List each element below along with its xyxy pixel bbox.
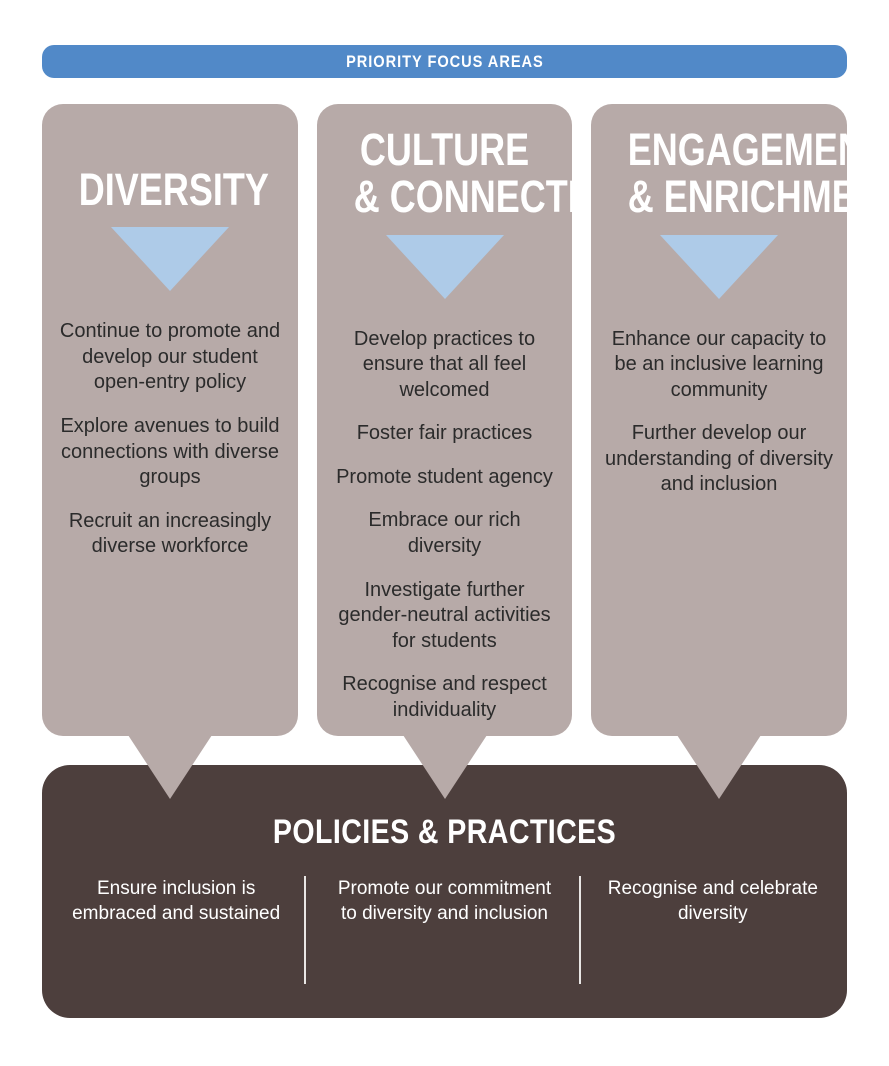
pillar-heading: ENGAGEMENT & ENRICHMENT	[627, 104, 889, 223]
down-triangle-icon	[660, 234, 778, 299]
vertical-divider	[579, 876, 581, 984]
list-item: Embrace our rich diversity	[368, 509, 521, 558]
panel-column-group: Ensure inclusion is embraced and sustain…	[42, 876, 847, 926]
pillar-heading: DIVERSITY	[78, 104, 269, 215]
pillar-heading-line: & ENRICHMENT	[627, 171, 889, 223]
pillar-card-diversity: DIVERSITY Continue to promote and develo…	[42, 104, 298, 736]
pillar-card-engagement-enrichment: ENGAGEMENT & ENRICHMENT Enhance our capa…	[591, 104, 889, 736]
pillar-item-list: Continue to promote and develop our stud…	[56, 319, 284, 560]
list-item: Explore avenues to build connections wit…	[60, 415, 280, 489]
priority-focus-areas-banner: PRIORITY FOCUS AREAS	[42, 45, 847, 78]
policies-and-practices-panel: POLICIES & PRACTICES Ensure inclusion is…	[42, 765, 847, 1018]
pillar-heading: CULTURE & CONNECTION	[353, 104, 632, 223]
panel-column: Promote our commitment to diversity and …	[337, 878, 552, 925]
connector-arrow-icon	[677, 735, 761, 799]
pillar-heading-line: DIVERSITY	[78, 164, 269, 215]
list-item: Investigate further gender-neutral activ…	[338, 578, 551, 652]
pillar-item-list: Enhance our capacity to be an inclusive …	[605, 327, 833, 499]
list-item: Continue to promote and develop our stud…	[59, 320, 281, 394]
panel-column: Recognise and celebrate diversity	[607, 878, 818, 925]
list-item: Develop practices to ensure that all fee…	[353, 327, 536, 401]
list-item: Recognise and respect individuality	[342, 673, 547, 722]
pillar-heading-line: CULTURE	[359, 124, 530, 175]
pillar-card-culture-connection: CULTURE & CONNECTION Develop practices t…	[317, 104, 632, 736]
vertical-divider	[304, 876, 306, 984]
down-triangle-icon	[385, 234, 504, 299]
list-item: Promote student agency	[336, 465, 553, 488]
list-item: Recruit an increasingly diverse workforc…	[68, 509, 272, 558]
page-title: PRIORITY FOCUS AREAS	[345, 51, 544, 71]
list-item: Further develop our understanding of div…	[605, 422, 833, 496]
panel-title: POLICIES & PRACTICES	[272, 813, 617, 851]
connector-arrow-icon	[403, 735, 487, 799]
pillar-heading-line: & CONNECTION	[353, 171, 632, 223]
list-item: Enhance our capacity to be an inclusive …	[611, 327, 827, 401]
pillar-heading-line: ENGAGEMENT	[627, 124, 886, 175]
down-triangle-icon	[111, 227, 229, 292]
connector-arrow-icon	[128, 735, 212, 799]
panel-column: Ensure inclusion is embraced and sustain…	[72, 878, 281, 925]
list-item: Foster fair practices	[356, 422, 533, 445]
pillar-item-list: Develop practices to ensure that all fee…	[331, 327, 558, 724]
